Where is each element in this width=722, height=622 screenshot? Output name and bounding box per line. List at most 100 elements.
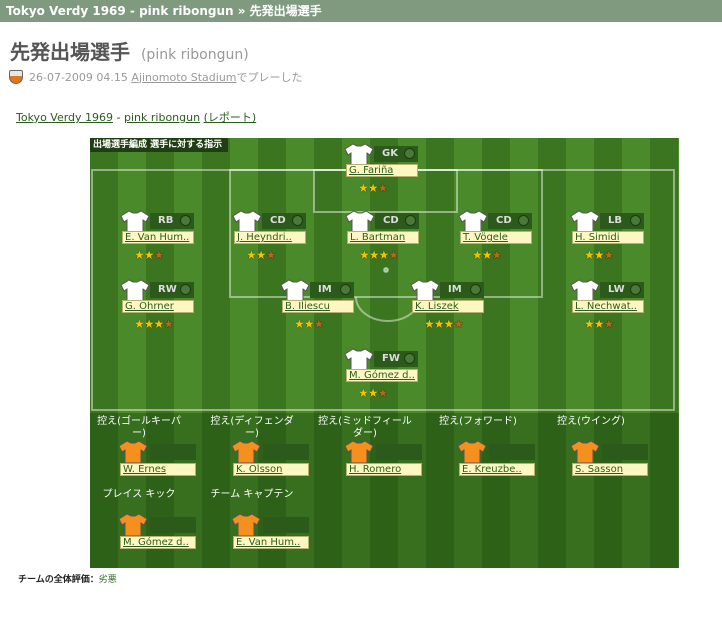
player-name-link[interactable]: M. Gómez d.. <box>349 370 415 381</box>
bench-player-link[interactable]: H. Romero <box>349 464 402 475</box>
player-name-link[interactable]: T. Vögele <box>463 232 508 243</box>
instruction-toggle-icon[interactable] <box>630 284 641 295</box>
shirt-icon <box>570 279 600 303</box>
half-star-icon: ★ <box>313 317 325 331</box>
instruction-toggle-icon[interactable] <box>630 215 641 226</box>
star-rating: ★★★ <box>358 386 389 400</box>
bench-player-link[interactable]: E. Kreuzbe.. <box>462 464 522 475</box>
player-name-box: L. Nechwat.. <box>572 300 644 313</box>
player-name-link[interactable]: G. Fariña <box>349 165 394 176</box>
shirt-icon <box>344 440 374 464</box>
instruction-toggle-icon[interactable] <box>340 284 351 295</box>
instruction-toggle-icon[interactable] <box>470 284 481 295</box>
half-star-icon: ★ <box>265 248 277 262</box>
bench-shirt[interactable] <box>231 440 261 464</box>
player-name-box: T. Vögele <box>460 231 532 244</box>
star-rating: ★★★ <box>358 181 389 195</box>
team-crest-icon <box>9 70 23 84</box>
half-star-icon: ★ <box>377 181 389 195</box>
player-shirt[interactable] <box>570 279 600 303</box>
player-shirt[interactable] <box>458 210 488 234</box>
half-star-icon: ★ <box>153 248 165 262</box>
player-name-link[interactable]: K. Liszek <box>415 301 459 312</box>
player-shirt[interactable] <box>344 143 374 167</box>
player-name-link[interactable]: G. Ohrner <box>125 301 174 312</box>
overall-rating-value: 劣悪 <box>98 575 117 585</box>
bench-shirt[interactable] <box>344 440 374 464</box>
position-label: CD <box>496 215 512 226</box>
instruction-toggle-icon[interactable] <box>180 284 191 295</box>
page-header-bar: Tokyo Verdy 1969 - pink ribongun » 先発出場選… <box>0 0 722 22</box>
position-badge: CD <box>262 213 306 229</box>
instruction-toggle-icon[interactable] <box>180 215 191 226</box>
half-star-icon: ★ <box>491 248 503 262</box>
player-shirt[interactable] <box>570 210 600 234</box>
bench-player-link[interactable]: W. Ernes <box>123 464 167 475</box>
stadium-link[interactable]: Ajinomoto Stadium <box>131 70 237 84</box>
position-badge: LB <box>600 213 644 229</box>
bench-name-box: H. Romero <box>346 463 422 476</box>
team-link[interactable]: Tokyo Verdy 1969 <box>16 111 114 124</box>
opponent-link[interactable]: pink ribongun <box>124 111 201 124</box>
player-name-link[interactable]: L. Nechwat.. <box>575 301 637 312</box>
position-badge: GK <box>374 146 418 162</box>
player-name-link[interactable]: J. Heyndri.. <box>237 232 292 243</box>
bench-slot-label: チーム キャプテン <box>210 489 294 500</box>
bench-player-link[interactable]: K. Olsson <box>236 464 283 475</box>
player-shirt[interactable] <box>345 210 375 234</box>
bench-shirt[interactable] <box>118 513 148 537</box>
bench-slot: 控え(フォワード)E. Kreuzbe.. <box>431 416 535 482</box>
player-shirt[interactable] <box>120 210 150 234</box>
bench-player-link[interactable]: E. Van Hum.. <box>236 537 301 548</box>
bench-slot: 控え(ディフェンダー) K. Olsson <box>205 416 309 482</box>
player-shirt[interactable] <box>280 279 310 303</box>
position-label: RB <box>158 215 174 226</box>
player-shirt[interactable] <box>344 348 374 372</box>
bench-shirt[interactable] <box>118 440 148 464</box>
player-card: GK G. Fariña ★★★ <box>344 143 420 209</box>
instruction-toggle-icon[interactable] <box>292 215 303 226</box>
bench-slot-label: 控え(ディフェンダー) <box>210 416 294 439</box>
bench-shirt[interactable] <box>231 513 261 537</box>
shirt-icon <box>457 440 487 464</box>
bench-slot-pad <box>263 517 309 533</box>
bench-slot-pad <box>263 444 309 460</box>
bench-shirt[interactable] <box>570 440 600 464</box>
bench-slot: 控え(ゴールキーパー)W. Ernes <box>92 416 196 482</box>
player-shirt[interactable] <box>120 279 150 303</box>
bench-player-link[interactable]: M. Gómez d.. <box>123 537 189 548</box>
half-star-icon: ★ <box>453 317 464 331</box>
player-name-link[interactable]: L. Bartman <box>350 232 406 243</box>
player-name-link[interactable]: B. Iliescu <box>285 301 330 312</box>
shirt-icon <box>232 210 262 234</box>
bench-slot-label: 控え(ウイング) <box>557 416 625 427</box>
instruction-toggle-icon[interactable] <box>404 148 415 159</box>
bench-name-box: M. Gómez d.. <box>120 536 196 549</box>
position-label: GK <box>382 148 398 159</box>
bench-slot-pad <box>376 444 422 460</box>
position-label: CD <box>383 215 399 226</box>
player-name-box: L. Bartman <box>347 231 419 244</box>
player-shirt[interactable] <box>232 210 262 234</box>
bench-name-box: S. Sasson <box>572 463 648 476</box>
half-star-icon: ★ <box>377 386 389 400</box>
bench-shirt[interactable] <box>457 440 487 464</box>
lineup-tab[interactable]: 出場選手編成 選手に対する指示 <box>90 138 229 152</box>
bench-slot-label: プレイス キック <box>102 489 176 500</box>
instruction-toggle-icon[interactable] <box>404 353 415 364</box>
position-label: LB <box>608 215 622 226</box>
report-link[interactable]: (レポート) <box>203 111 257 124</box>
bench-player-link[interactable]: S. Sasson <box>575 464 624 475</box>
player-shirt[interactable] <box>410 279 440 303</box>
instruction-toggle-icon[interactable] <box>405 215 416 226</box>
player-name-link[interactable]: H. Simidi <box>575 232 620 243</box>
instruction-toggle-icon[interactable] <box>518 215 529 226</box>
shirt-icon <box>120 210 150 234</box>
player-name-link[interactable]: E. Van Hum.. <box>125 232 190 243</box>
shirt-icon <box>458 210 488 234</box>
